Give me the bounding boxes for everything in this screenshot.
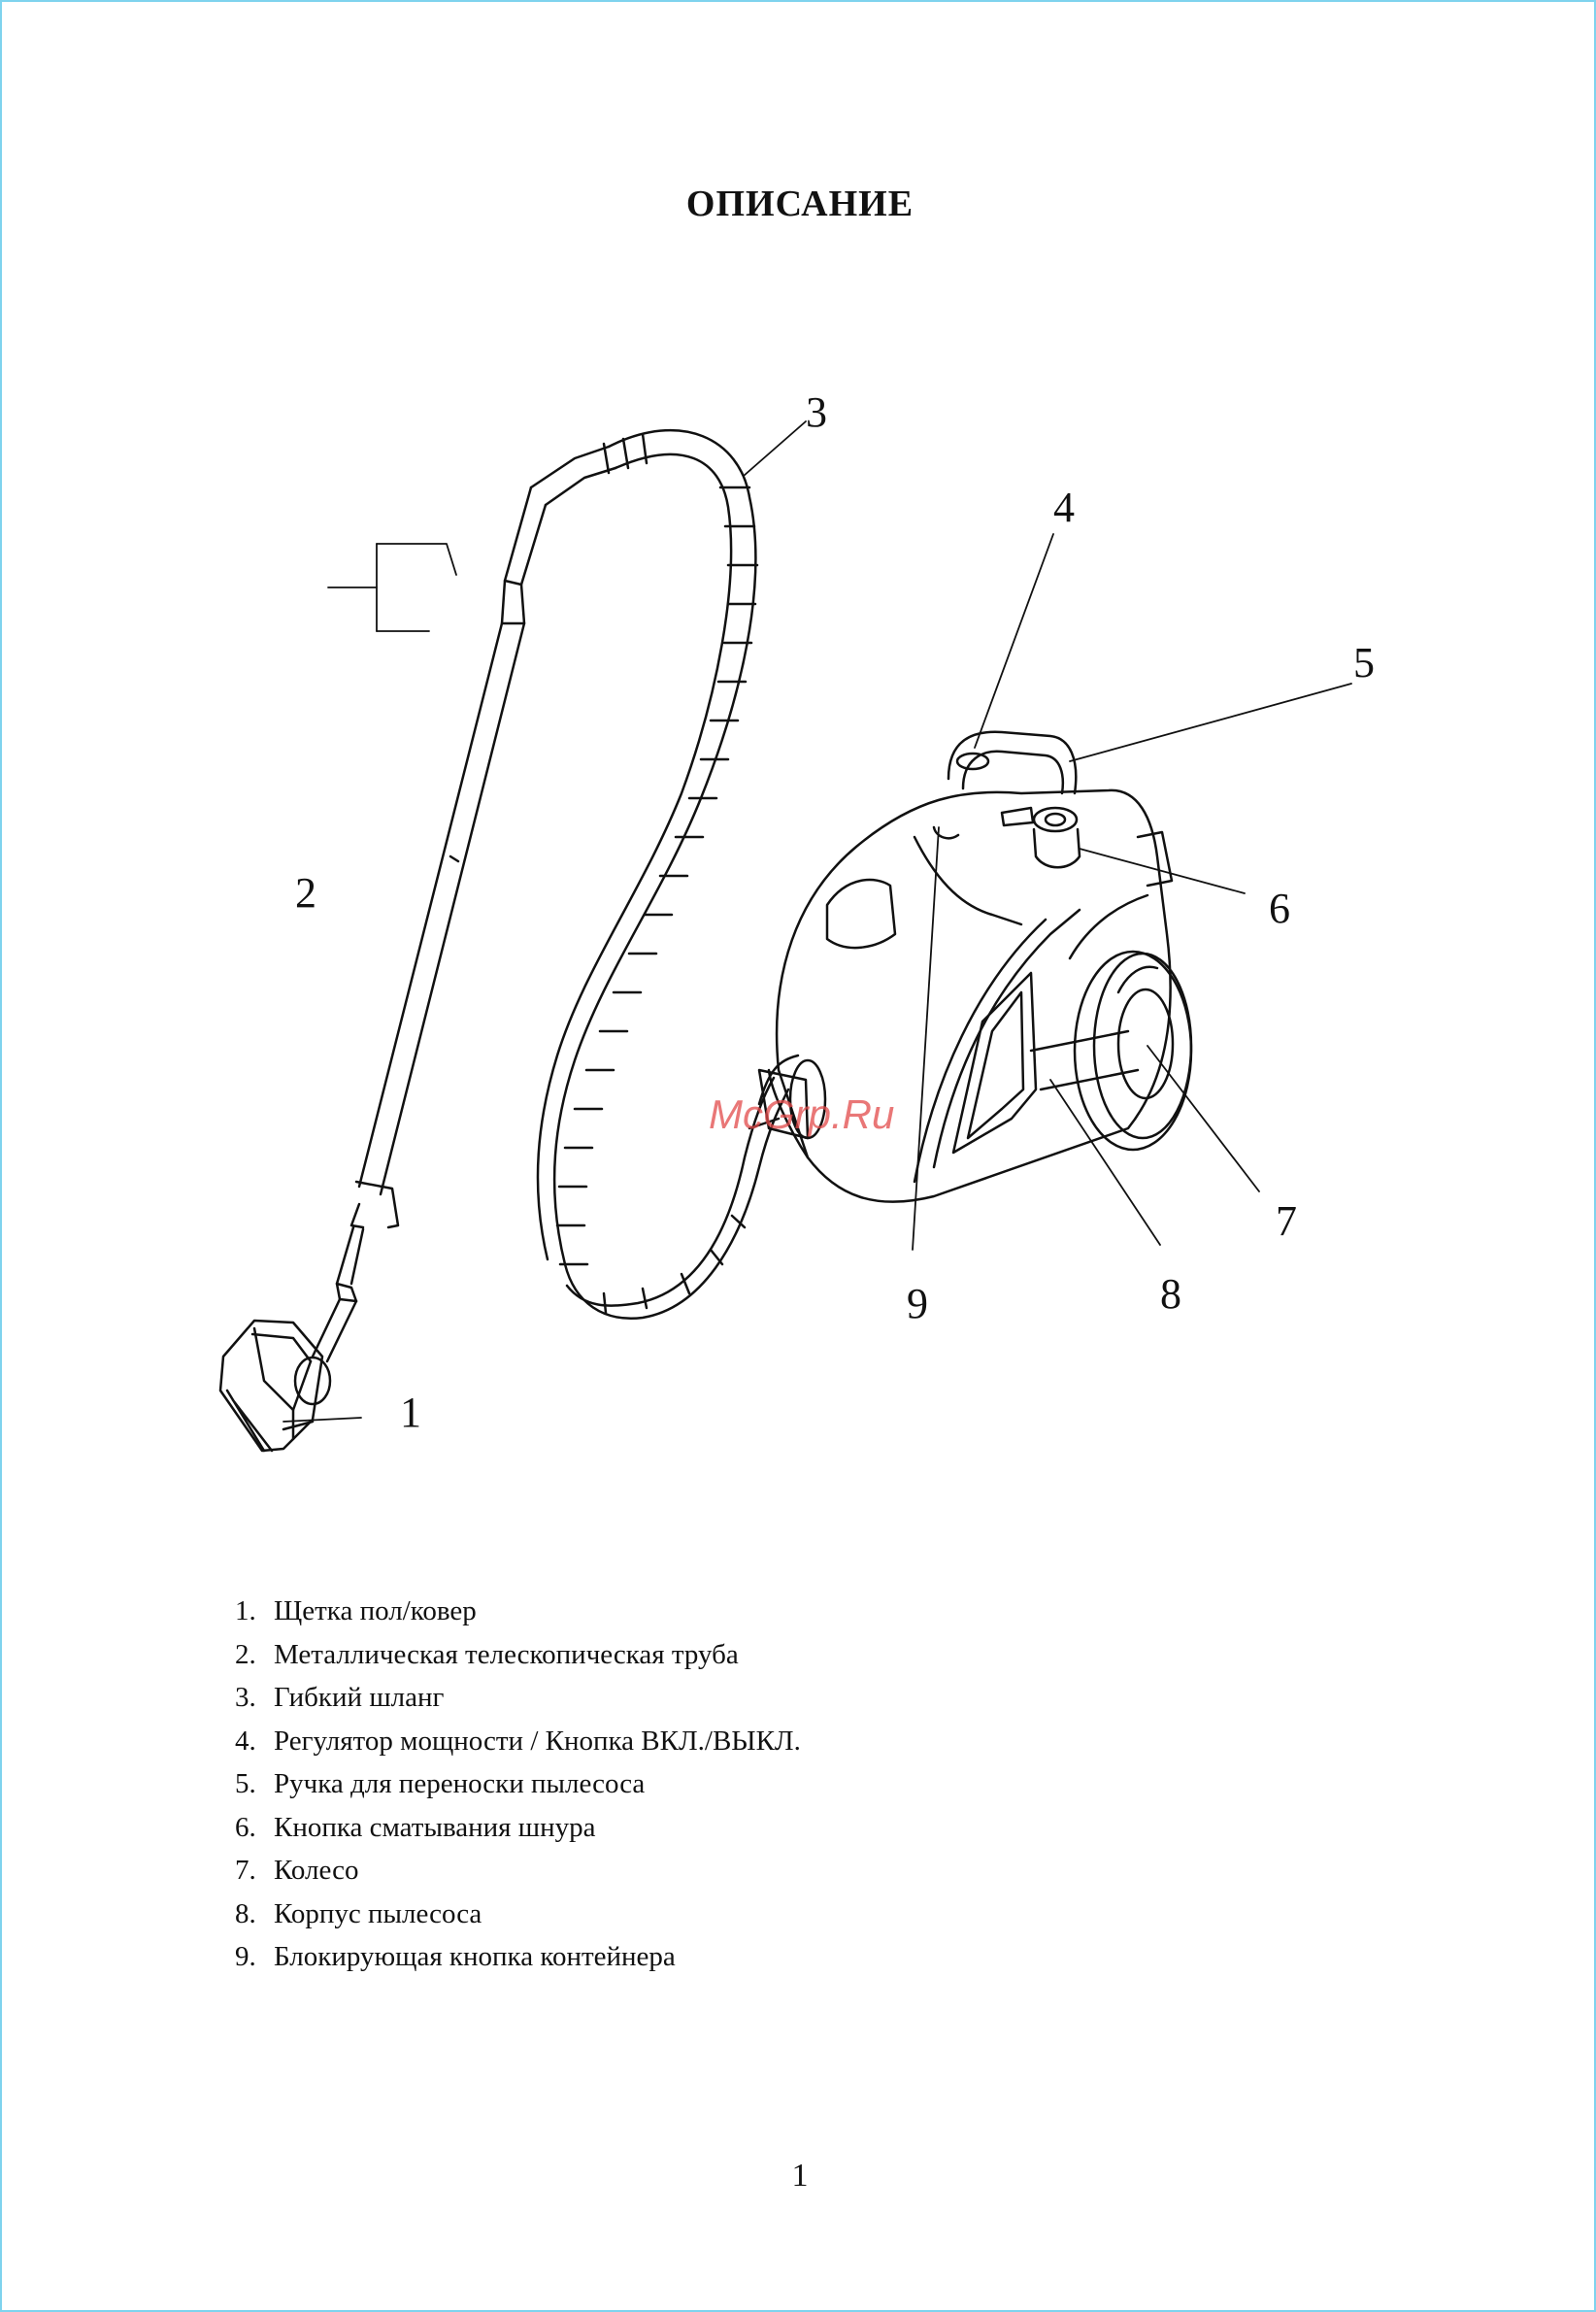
callout-leader-lines (283, 421, 1351, 1422)
list-item: 2.Металлическая телескопическая труба (235, 1633, 801, 1677)
callout-4: 4 (1053, 484, 1075, 531)
list-item: 9.Блокирующая кнопка контейнера (235, 1935, 801, 1979)
list-item-text: Щетка пол/ковер (274, 1590, 477, 1633)
vacuum-cleaner-diagram: 1 2 3 4 5 6 7 8 9 McGrp.Ru (2, 2, 1596, 1517)
list-item-number: 8. (235, 1893, 274, 1936)
callout-8: 8 (1160, 1270, 1181, 1318)
list-item-number: 6. (235, 1806, 274, 1850)
list-item: 1.Щетка пол/ковер (235, 1590, 801, 1633)
list-item: 7.Колесо (235, 1849, 801, 1893)
callout-6: 6 (1269, 885, 1290, 932)
floor-brush-drawing (220, 1321, 330, 1451)
list-item: 6.Кнопка сматывания шнура (235, 1806, 801, 1850)
callout-1: 1 (400, 1389, 421, 1436)
list-item-text: Ручка для переноски пылесоса (274, 1762, 645, 1806)
list-item-number: 7. (235, 1849, 274, 1893)
callout-9: 9 (907, 1280, 928, 1327)
callout-3: 3 (806, 388, 827, 436)
list-item-text: Блокирующая кнопка контейнера (274, 1935, 676, 1979)
list-item-number: 9. (235, 1935, 274, 1979)
list-item-text: Колесо (274, 1849, 358, 1893)
flexible-hose-drawing (538, 430, 798, 1319)
callout-2: 2 (295, 869, 316, 917)
list-item-text: Корпус пылесоса (274, 1893, 482, 1936)
telescopic-tube-drawing (313, 447, 615, 1361)
list-item-number: 1. (235, 1590, 274, 1633)
watermark: McGrp.Ru (709, 1091, 894, 1137)
list-item: 8.Корпус пылесоса (235, 1893, 801, 1936)
list-item-number: 2. (235, 1633, 274, 1677)
list-item-text: Гибкий шланг (274, 1676, 444, 1720)
list-item: 3.Гибкий шланг (235, 1676, 801, 1720)
parts-legend: 1.Щетка пол/ковер 2.Металлическая телеск… (235, 1590, 801, 1979)
list-item: 4.Регулятор мощности / Кнопка ВКЛ./ВЫКЛ. (235, 1720, 801, 1763)
page-number: 1 (2, 2158, 1596, 2195)
list-item-number: 3. (235, 1676, 274, 1720)
list-item-text: Регулятор мощности / Кнопка ВКЛ./ВЫКЛ. (274, 1720, 801, 1763)
list-item-number: 4. (235, 1720, 274, 1763)
list-item-text: Кнопка сматывания шнура (274, 1806, 596, 1850)
list-item: 5.Ручка для переноски пылесоса (235, 1762, 801, 1806)
callout-5: 5 (1353, 639, 1375, 687)
list-item-number: 5. (235, 1762, 274, 1806)
list-item-text: Металлическая телескопическая труба (274, 1633, 739, 1677)
vacuum-handle-drawing (934, 732, 1080, 867)
callout-7: 7 (1276, 1197, 1297, 1245)
